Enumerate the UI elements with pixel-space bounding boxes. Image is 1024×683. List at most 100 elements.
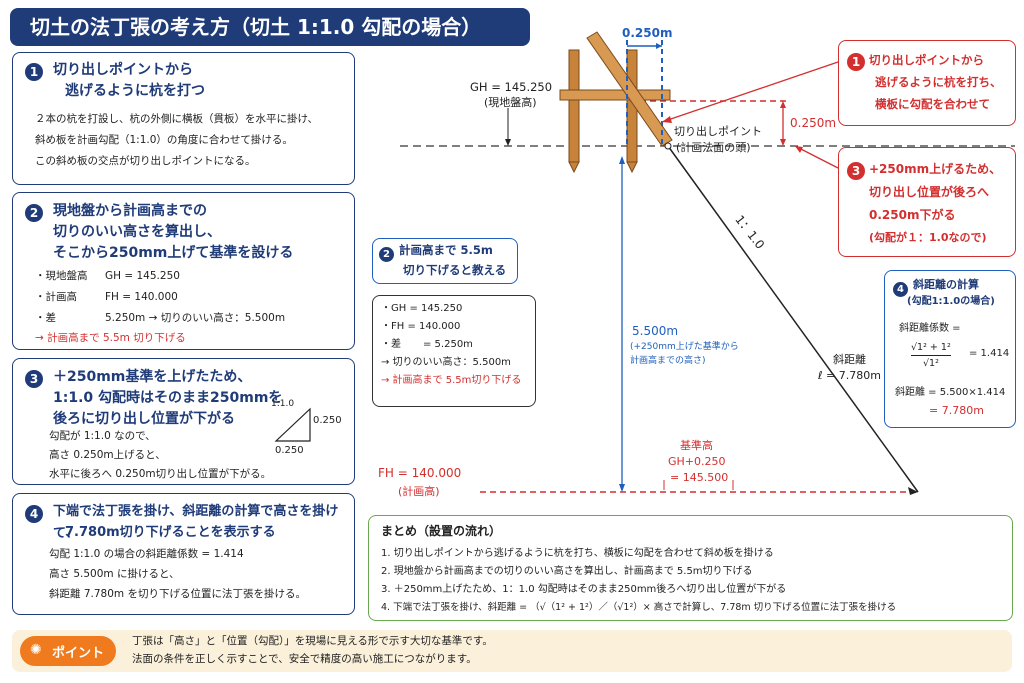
- difference-value: 5.250m → 切りのいい高さ：5.500m: [105, 312, 286, 324]
- step-number-badge: 1: [847, 52, 865, 71]
- callout3-line4: (勾配が１：1.0なので): [869, 231, 987, 244]
- summary-item: 3. ＋250mm上げたため、1：1.0 勾配時はそのまま250mm後ろへ切り出…: [381, 584, 787, 595]
- triangle-width-label: 0.250: [275, 445, 304, 456]
- side-dimension-label: 0.250m: [790, 116, 837, 130]
- step2-heading-line3: そこから250mm上げて基準を設ける: [53, 245, 294, 261]
- step-number-badge: 4: [893, 282, 908, 297]
- slant-calc: 斜距離 = 5.500×1.414: [895, 387, 1006, 398]
- callout2-line1: 計画高まで 5.5m: [399, 243, 493, 257]
- coef-numerator: √1² + 1²: [911, 341, 951, 356]
- plan-height-fh: FH = 140.000: [378, 466, 462, 480]
- step3-text: 高さ 0.250m上げると、: [49, 449, 166, 461]
- plan-height-sub: (計画高): [398, 485, 440, 498]
- calc-cut-down: → 計画高まで 5.5m切り下げる: [381, 375, 522, 386]
- step-number-badge: 4: [25, 504, 43, 523]
- calc-fh: ・FH = 140.000: [381, 321, 461, 332]
- point-label: ポイント: [52, 646, 105, 661]
- base-height-value: = 145.500: [670, 471, 729, 484]
- point-text-line2: 法面の条件を正しく示すことで、安全で精度の高い施工につながります。: [132, 653, 477, 665]
- summary-item: 1. 切り出しポイントから逃げるように杭を打ち、横板に勾配を合わせて斜め板を掛け…: [381, 548, 774, 559]
- step-number-badge: 2: [25, 203, 43, 222]
- top-dimension-label: 0.250m: [622, 26, 673, 40]
- step4-text: 斜距離 7.780m を切り下げる位置に法丁張を掛ける。: [49, 588, 306, 600]
- callout3-line2: 切り出し位置が後ろへ: [869, 185, 990, 199]
- callout2-line2: 切り下げると教える: [403, 263, 507, 277]
- callout4-heading: 斜距離の計算: [913, 278, 979, 291]
- callout1-line1: 切り出しポイントから: [869, 53, 984, 67]
- step-number-badge: 2: [379, 247, 394, 262]
- callout1-line2: 逃げるように杭を打ち、: [875, 75, 1002, 89]
- step3-heading-line3: 後ろに切り出し位置が下がる: [53, 411, 235, 427]
- page-title: 切土の法丁張の考え方（切土 1:1.0 勾配の場合）: [10, 8, 530, 46]
- step2-heading-line2: 切りのいい高さを算出し、: [53, 224, 221, 240]
- wooden-stakes: [559, 31, 673, 174]
- point-badge: ✺ ポイント: [20, 636, 116, 666]
- cut-point-sub: (計画法面の頭): [676, 141, 751, 154]
- callout3-line1: +250mm上げるため、: [869, 162, 1002, 176]
- step1-card: 1 切り出しポイントから 逃げるように杭を打つ ２本の杭を打設し、杭の外側に横板…: [12, 52, 355, 185]
- callout-step1: 1 切り出しポイントから 逃げるように杭を打ち、 横板に勾配を合わせて: [838, 40, 1016, 126]
- step-number-badge: 3: [25, 369, 43, 388]
- step-number-badge: 1: [25, 62, 43, 81]
- summary-title: まとめ（設置の流れ）: [381, 524, 502, 538]
- calc-diff-label: ・差: [381, 339, 401, 350]
- point-banner: ✺ ポイント 丁張は「高さ」と「位置（勾配）」を現場に見える形で示す大切な基準で…: [12, 630, 1012, 672]
- cut-point-label: 切り出しポイント: [674, 125, 762, 138]
- base-height-formula: GH+0.250: [668, 455, 726, 468]
- step4-heading-line2: 7.780m切り下げることを表示する: [65, 525, 276, 540]
- step-number-badge: 3: [847, 161, 865, 180]
- plan-height-label: ・計画高: [35, 291, 77, 303]
- slant-distance-value: ℓ = 7.780m: [818, 369, 881, 382]
- step1-text: ２本の杭を打設し、杭の外側に横板（貫板）を水平に掛け、: [35, 113, 318, 125]
- ground-height-label: ・現地盤高: [35, 270, 88, 282]
- height-label: 5.500m: [632, 324, 679, 338]
- step4-heading-line1: 下端で法丁張を掛け、斜距離の計算で高さを掛けて、: [53, 504, 339, 541]
- difference-label: ・差: [35, 312, 56, 324]
- height-sub-line2: 計画高までの高さ): [630, 356, 706, 366]
- step1-text: 斜め板を計画勾配（1:1.0）の角度に合わせて掛ける。: [35, 134, 293, 146]
- step2-heading-line1: 現地盤から計画高までの: [53, 203, 207, 219]
- callout1-line3: 横板に勾配を合わせて: [875, 97, 990, 111]
- height-sub-line1: (+250mm上げた基準から: [630, 342, 739, 352]
- triangle-height-label: 0.250: [313, 415, 342, 426]
- step3-text: 水平に後ろへ 0.250m切り出し位置が下がる。: [49, 468, 272, 480]
- step4-text: 高さ 5.500m に掛けると、: [49, 568, 180, 580]
- callout3-line3: 0.250m下がる: [869, 208, 956, 222]
- step2-card: 2 現地盤から計画高までの 切りのいい高さを算出し、 そこから250mm上げて基…: [12, 192, 355, 350]
- ground-height-sub: (現地盤高): [484, 96, 537, 109]
- step4-text: 勾配 1:1.0 の場合の斜距離係数 = 1.414: [49, 548, 244, 560]
- step1-heading-line2: 逃げるように杭を打つ: [65, 83, 205, 99]
- summary-box: まとめ（設置の流れ） 1. 切り出しポイントから逃げるように杭を打ち、横板に勾配…: [368, 515, 1013, 621]
- slant-result: = 7.780m: [929, 404, 984, 417]
- step3-card: 3 ＋250mm基準を上げたため、 1:1.0 勾配時はそのまま250mmを 後…: [12, 358, 355, 485]
- step3-heading-line2: 1:1.0 勾配時はそのまま250mmを: [53, 390, 283, 406]
- callout-step4: 4 斜距離の計算 (勾配1:1.0の場合) 斜距離係数 = √1² + 1² √…: [884, 270, 1016, 428]
- calc-diff-value: = 5.250m: [423, 339, 473, 350]
- step4-card: 4 下端で法丁張を掛け、斜距離の計算で高さを掛けて、 7.780m切り下げること…: [12, 493, 355, 615]
- step3-heading-line1: ＋250mm基準を上げたため、: [53, 369, 252, 385]
- calculation-box: ・GH = 145.250 ・FH = 140.000 ・差 = 5.250m …: [372, 295, 536, 407]
- summary-item: 2. 現地盤から計画高までの切りのいい高さを算出し、計画高まで 5.5m切り下げ…: [381, 566, 753, 577]
- coef-label: 斜距離係数 =: [899, 323, 961, 334]
- callout4-subheading: (勾配1:1.0の場合): [907, 296, 995, 307]
- point-text-line1: 丁張は「高さ」と「位置（勾配）」を現場に見える形で示す大切な基準です。: [132, 635, 493, 647]
- calc-gh: ・GH = 145.250: [381, 303, 463, 314]
- callout-step2: 2 計画高まで 5.5m 切り下げると教える: [372, 238, 518, 284]
- plan-height-value: FH = 140.000: [105, 291, 178, 303]
- summary-item: 4. 下端で法丁張を掛け、斜距離 = （√（1² + 1²）／（√1²）× 高さ…: [381, 602, 897, 613]
- slope-triangle-diagram: [274, 407, 311, 442]
- triangle-ratio-label: 1:1.0: [271, 399, 295, 409]
- ground-height-gh: GH = 145.250: [470, 80, 553, 94]
- step1-heading-line1: 切り出しポイントから: [53, 62, 193, 78]
- callout-step3: 3 +250mm上げるため、 切り出し位置が後ろへ 0.250m下がる (勾配が…: [838, 147, 1016, 257]
- step3-text: 勾配が 1:1.0 なので、: [49, 430, 156, 442]
- cut-down-note: → 計画高まで 5.5m 切り下げる: [35, 332, 186, 344]
- base-height-label: 基準高: [680, 439, 713, 452]
- lightbulb-icon: ✺: [30, 642, 42, 658]
- ground-height-value: GH = 145.250: [105, 270, 180, 282]
- slant-distance-label: 斜距離: [833, 353, 866, 366]
- step1-text: この斜め板の交点が切り出しポイントになる。: [35, 155, 256, 167]
- coef-value: = 1.414: [969, 348, 1010, 359]
- coef-denominator: √1²: [923, 358, 939, 369]
